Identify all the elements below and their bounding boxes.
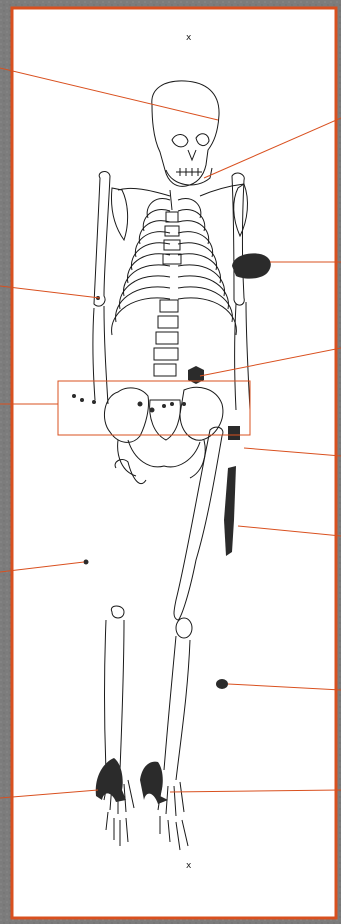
- foot-marker: x: [186, 861, 192, 871]
- find-bead-7: [170, 402, 174, 406]
- grave-marker: x: [186, 33, 192, 43]
- drawing-frame: [12, 8, 336, 918]
- find-bead-2: [80, 398, 84, 402]
- find-bead-4: [138, 402, 143, 407]
- find-bead-1: [72, 394, 76, 398]
- find-hand-object: [228, 426, 240, 440]
- find-bead-8: [182, 402, 186, 406]
- find-bead: [84, 560, 89, 565]
- find-leg-stone: [216, 679, 228, 689]
- find-bead-3: [92, 400, 96, 404]
- find-bead-6: [162, 404, 166, 408]
- find-bead-5: [150, 408, 155, 413]
